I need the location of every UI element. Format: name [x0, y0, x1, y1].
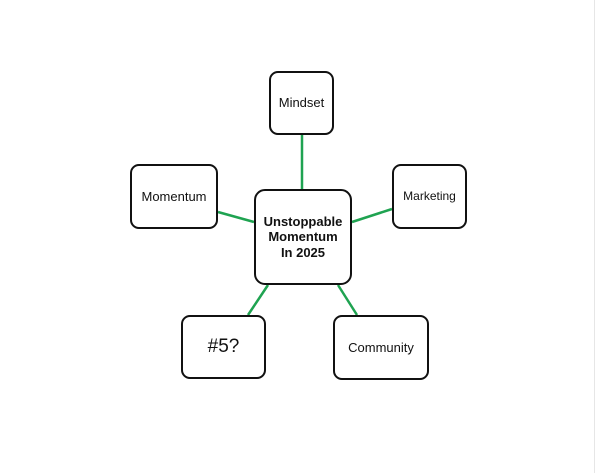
connector-line-community — [336, 284, 359, 316]
node-community[interactable]: Community — [333, 315, 429, 380]
connector-line-momentum — [217, 210, 255, 224]
connector-line-marketing — [351, 207, 393, 224]
page-edge-divider — [594, 0, 595, 473]
node-mindset-label: Mindset — [278, 95, 325, 111]
node-five[interactable]: #5? — [181, 315, 266, 379]
connector-line-five — [246, 284, 270, 316]
node-marketing-label: Marketing — [403, 189, 456, 204]
central-topic-label: Unstoppable Momentum In 2025 — [263, 213, 343, 260]
node-community-label: Community — [348, 339, 414, 355]
node-momentum[interactable]: Momentum — [130, 164, 218, 229]
node-five-label: #5? — [207, 335, 240, 357]
node-marketing[interactable]: Marketing — [392, 164, 467, 229]
central-topic-node[interactable]: Unstoppable Momentum In 2025 — [254, 189, 352, 285]
node-momentum-label: Momentum — [141, 188, 207, 204]
node-mindset[interactable]: Mindset — [269, 71, 334, 135]
